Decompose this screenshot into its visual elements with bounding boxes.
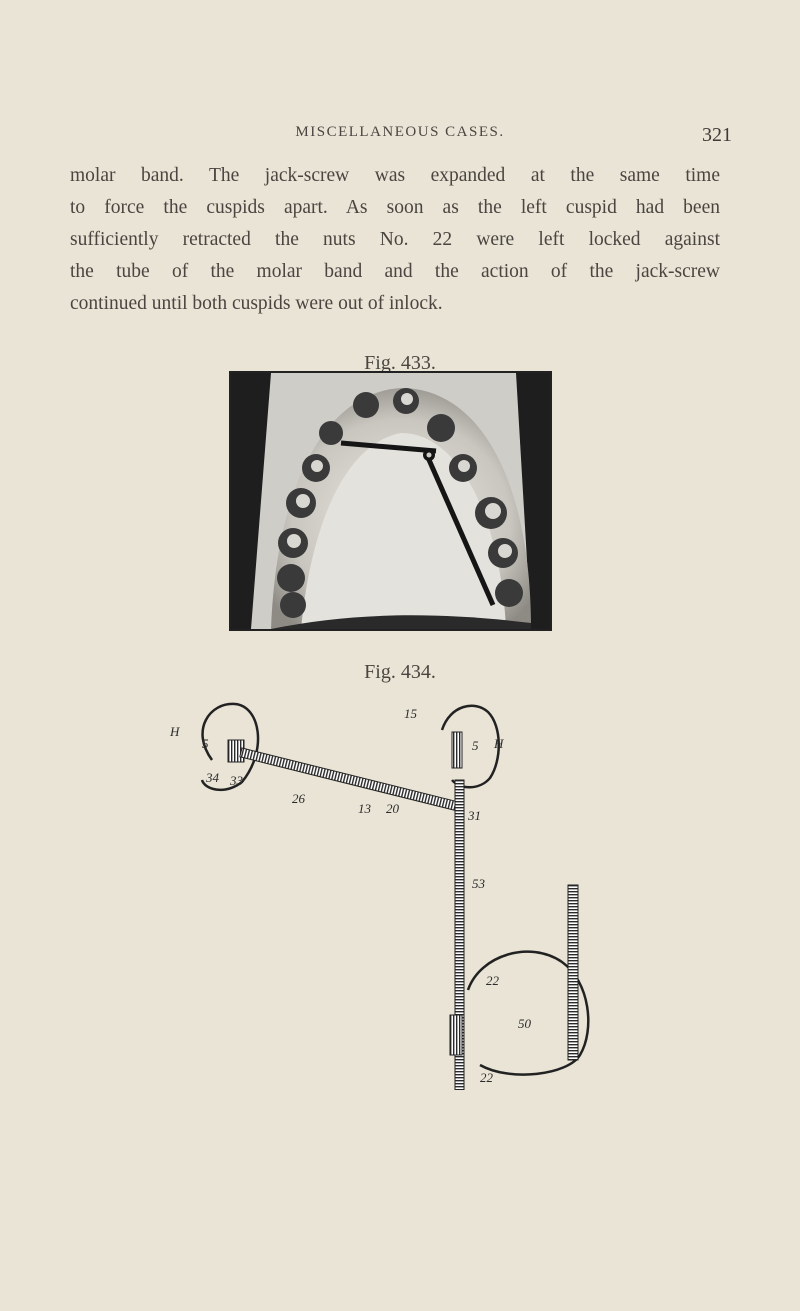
dental-cast-illustration bbox=[231, 373, 550, 629]
paragraph: molar band. The jack-screw was expanded … bbox=[70, 160, 720, 320]
diagram-label: 50 bbox=[518, 1016, 532, 1031]
diagram-label: 33 bbox=[229, 773, 244, 788]
molar-band-loop bbox=[466, 950, 590, 1076]
diagram-label: 5 bbox=[472, 738, 479, 753]
diagram-label: 15 bbox=[404, 706, 418, 721]
figure-caption: Fig. 434. bbox=[364, 661, 436, 683]
figure-caption: Fig. 433. bbox=[364, 352, 436, 374]
diagram-label: 22 bbox=[486, 973, 500, 988]
paragraph-line: to force the cuspids apart. As soon as t… bbox=[70, 197, 720, 218]
paragraph-line: continued until both cuspids were out of… bbox=[70, 293, 443, 314]
appliance-diagram: H 5 34 33 26 15 13 20 5 H 31 53 22 50 22 bbox=[169, 702, 590, 1090]
vertical-nut bbox=[449, 1014, 463, 1056]
diagram-label: 53 bbox=[472, 876, 486, 891]
paragraph-line: the tube of the molar band and the actio… bbox=[70, 261, 720, 282]
diagram-label: 26 bbox=[292, 791, 306, 806]
diagram-label: 22 bbox=[480, 1070, 494, 1085]
paragraph-line: sufficiently retracted the nuts No. 22 w… bbox=[70, 229, 720, 250]
left-band-loop bbox=[200, 702, 260, 791]
diagonal-jack-screw bbox=[239, 747, 461, 812]
diagram-label: 34 bbox=[205, 770, 220, 785]
diagram-label: H bbox=[169, 724, 180, 739]
page-number: 321 bbox=[702, 124, 732, 146]
diagram-label: 31 bbox=[467, 808, 481, 823]
vertical-jack-screw bbox=[454, 779, 465, 1090]
running-head: MISCELLANEOUS CASES. bbox=[295, 124, 505, 140]
diagram-label: 20 bbox=[386, 801, 400, 816]
right-band-loop bbox=[440, 704, 500, 789]
diagram-label: H bbox=[493, 736, 504, 751]
molar-tube bbox=[567, 884, 579, 1061]
diagram-label: 13 bbox=[358, 801, 372, 816]
paragraph-line: molar band. The jack-screw was expanded … bbox=[70, 165, 720, 186]
dental-cast-photo bbox=[229, 371, 552, 631]
right-tube bbox=[451, 731, 463, 769]
diagram-label: 5 bbox=[202, 736, 209, 751]
